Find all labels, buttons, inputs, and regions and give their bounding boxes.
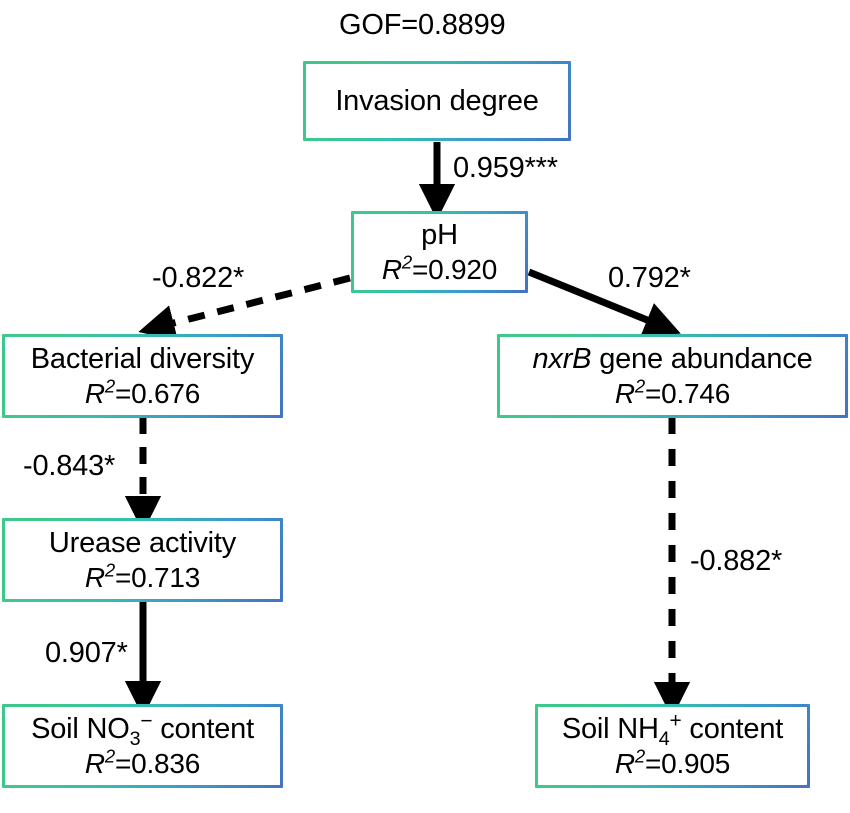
edge-label-bacterial-to-urease: -0.843*: [23, 450, 116, 482]
no3-prefix: Soil NO: [31, 713, 130, 746]
r2-value: =0.713: [114, 561, 201, 593]
r-exponent: 2: [634, 745, 645, 767]
edge-label-urease-to-no3: 0.907*: [45, 637, 128, 669]
edge-label-invasion-to-ph: 0.959***: [453, 152, 558, 184]
node-invasion-degree[interactable]: Invasion degree: [303, 61, 571, 141]
edge-label-nxrb-to-nh4: -0.882*: [690, 545, 783, 577]
node-soil-nh4-content-r2: R2=0.905: [614, 745, 731, 780]
edge-label-ph-to-bacterial-diversity: -0.822*: [152, 262, 245, 294]
node-soil-nh4-content[interactable]: Soil NH4+ content R2=0.905: [535, 704, 810, 788]
node-nxrb-gene-abundance-r2: R2=0.746: [614, 375, 731, 410]
r2-value: =0.920: [411, 253, 498, 285]
r2-value: =0.676: [114, 377, 201, 409]
node-urease-activity-label: Urease activity: [48, 527, 237, 560]
r-symbol: R: [381, 253, 402, 285]
gof-label: GOF=0.8899: [339, 9, 506, 41]
r-exponent: 2: [104, 375, 115, 397]
no3-subscript: 3: [129, 728, 141, 751]
node-bacterial-diversity[interactable]: Bacterial diversity R2=0.676: [2, 334, 283, 418]
r2-value: =0.905: [644, 747, 731, 779]
node-soil-nh4-content-label: Soil NH4+ content: [561, 709, 784, 749]
node-soil-no3-content-r2: R2=0.836: [84, 745, 201, 780]
r2-value: =0.746: [644, 377, 731, 409]
r-symbol: R: [614, 747, 635, 779]
node-soil-no3-content-label: Soil NO3− content: [31, 709, 254, 749]
nh4-suffix: content: [681, 713, 784, 746]
r-symbol: R: [84, 561, 105, 593]
r-symbol: R: [84, 747, 105, 779]
r-exponent: 2: [104, 745, 115, 767]
r-symbol: R: [84, 377, 105, 409]
r-symbol: R: [614, 377, 635, 409]
node-ph-r2: R2=0.920: [381, 251, 498, 286]
nh4-charge: +: [669, 709, 682, 733]
r-exponent: 2: [104, 559, 115, 581]
node-soil-no3-content[interactable]: Soil NO3− content R2=0.836: [2, 704, 283, 788]
gene-name-italic: nxrB: [532, 343, 592, 376]
node-nxrb-gene-abundance-label: nxrB gene abundance: [533, 342, 813, 376]
node-urease-activity[interactable]: Urease activity R2=0.713: [2, 518, 283, 602]
r-exponent: 2: [401, 251, 412, 273]
node-ph[interactable]: pH R2=0.920: [351, 211, 528, 293]
node-nxrb-gene-abundance[interactable]: nxrB gene abundance R2=0.746: [497, 334, 848, 418]
nh4-prefix: Soil NH: [561, 713, 659, 746]
nh4-subscript: 4: [658, 728, 670, 751]
gene-name-rest: gene abundance: [591, 343, 813, 376]
no3-suffix: content: [152, 713, 254, 746]
node-bacterial-diversity-r2: R2=0.676: [84, 375, 201, 410]
edge-label-ph-to-nxrb: 0.792*: [608, 262, 691, 294]
no3-charge: −: [140, 709, 153, 733]
node-urease-activity-r2: R2=0.713: [84, 559, 201, 594]
node-bacterial-diversity-label: Bacterial diversity: [30, 343, 255, 376]
node-ph-label: pH: [421, 219, 458, 252]
node-invasion-degree-label: Invasion degree: [335, 84, 539, 117]
r-exponent: 2: [634, 375, 645, 397]
r2-value: =0.836: [114, 747, 201, 779]
